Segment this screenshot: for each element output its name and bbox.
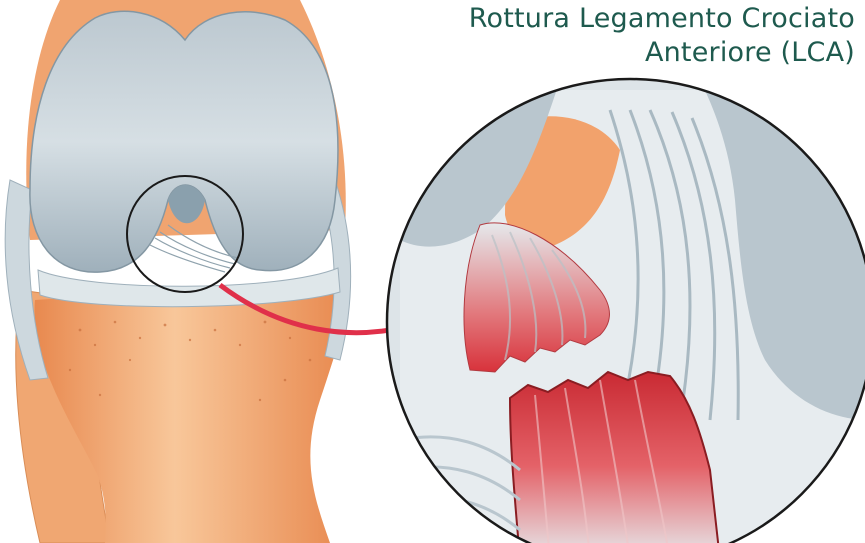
figure-title: Rottura Legamento Crociato Anteriore (LC… — [335, 2, 855, 70]
knee-joint — [4, 0, 352, 543]
title-line-2: Anteriore (LCA) — [644, 37, 855, 68]
title-line-1: Rottura Legamento Crociato — [468, 3, 855, 34]
zoom-circle-outline — [385, 77, 865, 543]
zoom-source-circle — [126, 175, 244, 293]
zoom-detail — [385, 77, 865, 543]
